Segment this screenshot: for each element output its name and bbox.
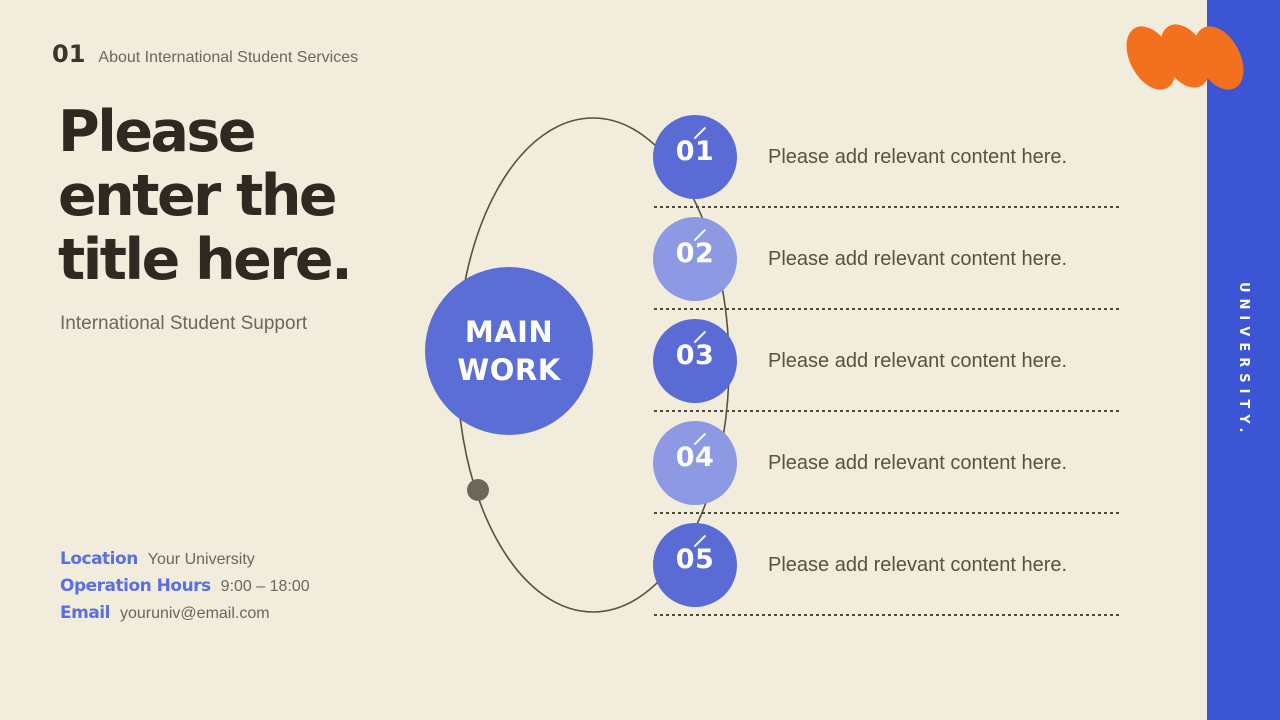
slide-title: Please enter the title here. bbox=[58, 99, 353, 293]
location-label: Location bbox=[60, 549, 138, 569]
title-line-3: title here. bbox=[58, 227, 353, 293]
item-circle-01: 01 bbox=[653, 115, 737, 199]
item-circle-05: 05 bbox=[653, 523, 737, 607]
dotted-divider bbox=[654, 308, 1122, 310]
item-number: 02 bbox=[675, 238, 715, 270]
contact-info: Location Your University Operation Hours… bbox=[60, 549, 310, 630]
title-line-1: Please bbox=[58, 99, 257, 165]
dotted-divider bbox=[654, 410, 1122, 412]
dotted-divider bbox=[654, 614, 1122, 616]
hours-value: 9:00 – 18:00 bbox=[220, 578, 310, 595]
contact-row-hours: Operation Hours 9:00 – 18:00 bbox=[60, 576, 310, 603]
slide-subtitle: International Student Support bbox=[60, 313, 308, 334]
dotted-divider bbox=[654, 206, 1122, 208]
hours-label: Operation Hours bbox=[60, 576, 211, 596]
dotted-divider bbox=[654, 512, 1122, 514]
section-header: 01 About International Student Services bbox=[52, 40, 358, 68]
item-circle-03: 03 bbox=[653, 319, 737, 403]
sidebar-vertical-text: UNIVERSITY. bbox=[1236, 281, 1251, 439]
section-label: About International Student Services bbox=[98, 49, 359, 66]
main-work-line-2: WORK bbox=[457, 353, 561, 387]
item-text-04: Please add relevant content here. bbox=[768, 452, 1068, 474]
location-value: Your University bbox=[147, 551, 255, 568]
sidebar-band: UNIVERSITY. bbox=[1207, 0, 1280, 720]
item-number: 01 bbox=[675, 136, 715, 168]
item-circle-04: 04 bbox=[653, 421, 737, 505]
item-number: 03 bbox=[675, 340, 715, 372]
item-text-01: Please add relevant content here. bbox=[768, 146, 1068, 168]
item-text-03: Please add relevant content here. bbox=[768, 350, 1068, 372]
item-number: 04 bbox=[675, 442, 715, 474]
contact-row-email: Email youruniv@email.com bbox=[60, 603, 310, 630]
main-work-circle: MAIN WORK bbox=[425, 267, 593, 435]
item-text-05: Please add relevant content here. bbox=[768, 554, 1068, 576]
contact-row-location: Location Your University bbox=[60, 549, 310, 576]
orbit-dot bbox=[467, 479, 489, 501]
item-text-02: Please add relevant content here. bbox=[768, 248, 1068, 270]
email-value: youruniv@email.com bbox=[119, 605, 270, 622]
item-number: 05 bbox=[675, 544, 715, 576]
title-line-2: enter the bbox=[58, 163, 338, 229]
email-label: Email bbox=[60, 603, 110, 623]
item-circle-02: 02 bbox=[653, 217, 737, 301]
section-number: 01 bbox=[52, 40, 86, 68]
main-work-line-1: MAIN bbox=[464, 315, 554, 349]
